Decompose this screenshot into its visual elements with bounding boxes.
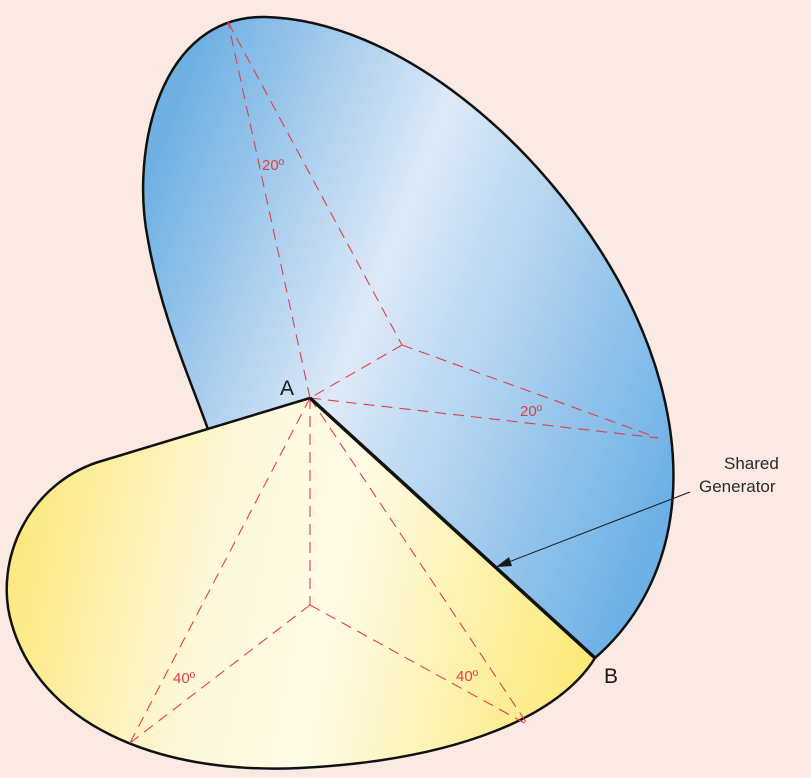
yellow-cone-surface [6,398,595,769]
yellow-cone-outline [5,396,597,770]
blue-dash-right [401,344,659,439]
angle-label-yellow-right: 40º [456,668,479,685]
angle-label-blue-top: 20º [262,157,285,174]
blue-cone-rim [141,15,675,659]
blue-generator-right [309,397,659,439]
angle-label-yellow-left: 40º [173,670,196,687]
yellow-generator-right [309,397,529,726]
yellow-cone [5,396,597,770]
callout-label-line1: Shared [724,454,779,473]
callout-arrowhead [496,557,512,567]
yellow-dash-left [129,604,311,744]
blue-cone [141,15,675,659]
blue-dash-top [227,21,403,346]
angle-label-blue-right: 20º [520,403,543,420]
point-label-b: B [604,665,618,688]
callout-leader [505,491,691,564]
callout-label-line2: Generator [699,477,776,496]
yellow-dash-right [309,604,529,726]
blue-cone-surface [143,16,674,659]
shared-generator-line [308,396,597,660]
blue-generator-top [227,21,311,399]
yellow-generator-left [129,397,311,744]
point-label-a: A [280,377,294,400]
